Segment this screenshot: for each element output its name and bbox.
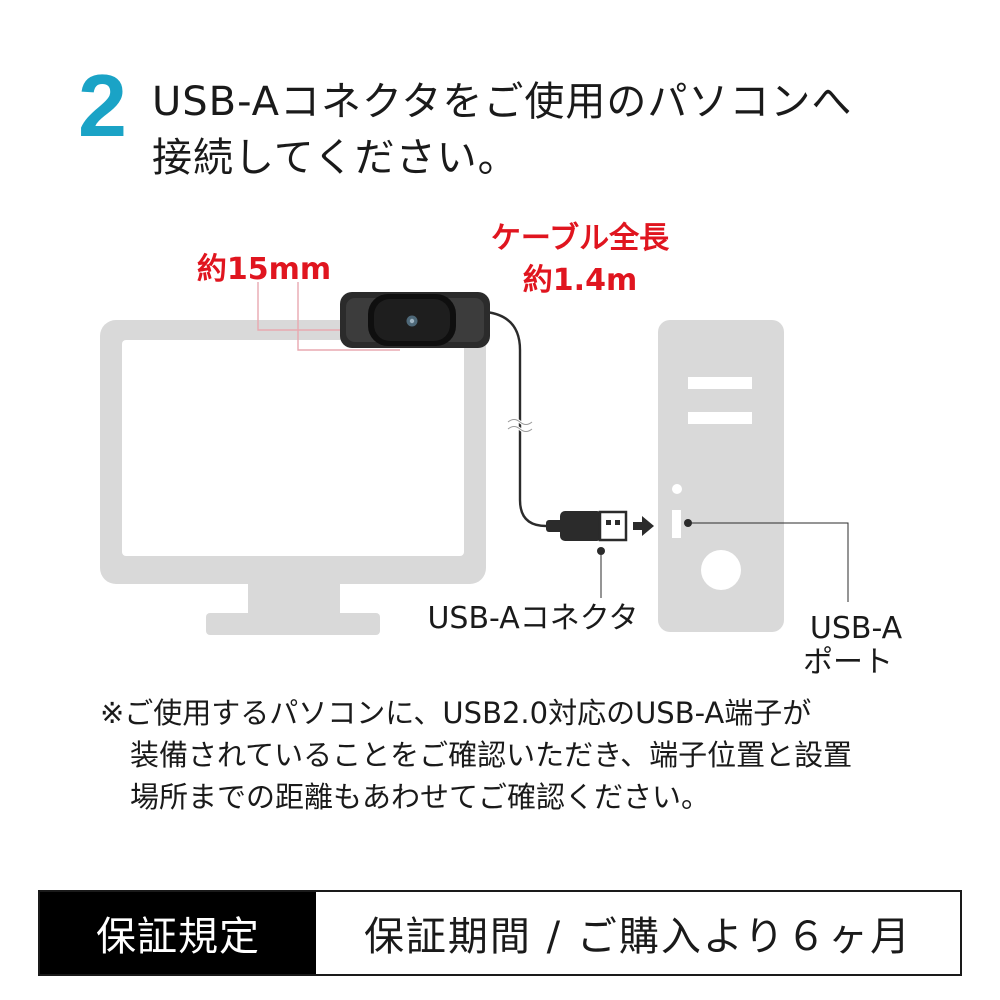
usb-a-plug-illustration [546, 510, 628, 542]
indicator-light [672, 484, 682, 494]
step-instruction-line1: USB-Aコネクタをご使用のパソコンへ [152, 79, 853, 125]
monitor-base [206, 613, 380, 635]
warranty-label: 保証規定 [40, 892, 316, 974]
depth-label: 約15mm [197, 252, 331, 287]
monitor-neck [248, 584, 340, 614]
warranty-box: 保証規定 保証期間 / ご購入より６ヶ月 [38, 890, 962, 976]
cable-length-value: 約1.4m [523, 263, 637, 298]
usb-plug-body [560, 511, 602, 541]
warranty-period: 保証期間 / ご購入より６ヶ月 [363, 914, 913, 960]
drive-bay-1 [688, 377, 752, 389]
usb-a-port [672, 510, 681, 538]
pc-tower-illustration [658, 320, 784, 632]
step-instruction: USB-Aコネクタをご使用のパソコンへ 接続してください。 [152, 74, 852, 186]
note-line1: ※ご使用するパソコンに、USB2.0対応のUSB-A端子が [100, 696, 812, 730]
usb-cable [485, 310, 560, 528]
connection-diagram: 約15mm ケーブル全長 約1.4m USB-Aコネクタ USB-A ポート [100, 221, 903, 680]
webcam-illustration [340, 292, 490, 348]
connector-label: USB-Aコネクタ [427, 601, 638, 636]
usb-plug-metal [598, 510, 628, 542]
compatibility-note: ※ご使用するパソコンに、USB2.0対応のUSB-A端子が 装備されていることを… [100, 692, 852, 818]
monitor-illustration [100, 320, 486, 635]
arrow-right-icon [633, 516, 654, 536]
note-line2: 装備されていることをご確認いただき、端子位置と設置 [130, 738, 853, 772]
drive-bay-2 [688, 412, 752, 424]
port-label-line2: ポート [803, 645, 893, 680]
power-button [701, 550, 741, 590]
step-number: 2 [78, 56, 127, 155]
depth-callout [257, 282, 400, 351]
cable-length-title: ケーブル全長 [491, 221, 670, 256]
note-line3: 場所までの距離もあわせてご確認ください。 [130, 780, 711, 814]
monitor-screen [122, 340, 464, 556]
step-instruction-line2: 接続してください。 [152, 135, 519, 181]
pc-tower-body [658, 320, 784, 632]
port-label-line1: USB-A [810, 611, 903, 646]
